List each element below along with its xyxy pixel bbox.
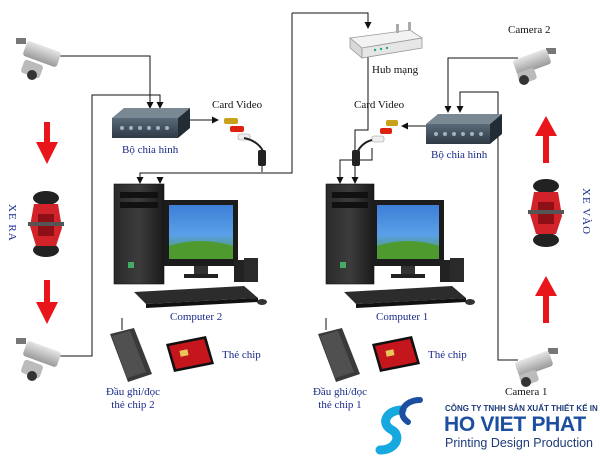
motorbike-left-icon bbox=[28, 191, 64, 257]
chip-card-right-label: Thẻ chip bbox=[428, 349, 467, 361]
exit-arrow-top bbox=[36, 122, 58, 164]
entry-arrow-top bbox=[535, 116, 557, 163]
chip-card-left-label: Thẻ chip bbox=[222, 349, 261, 361]
camera-2-label: Camera 2 bbox=[508, 24, 551, 36]
computer-2-icon bbox=[113, 183, 267, 308]
hub-label: Hub mạng bbox=[372, 64, 419, 76]
entry-arrow-bottom bbox=[535, 276, 557, 323]
computer-2-label: Computer 2 bbox=[170, 311, 223, 323]
card-reader-1-label: Đầu ghi/đọc thẻ chip 1 bbox=[308, 386, 372, 412]
lane-arrows bbox=[36, 116, 557, 324]
card-reader-1-icon bbox=[318, 328, 360, 382]
camera-2-icon bbox=[513, 48, 556, 85]
card-reader-2-icon bbox=[110, 328, 152, 382]
hvp-logo-mark-icon bbox=[375, 397, 423, 455]
camera-bottom-left-icon bbox=[16, 338, 61, 381]
card-reader-1-label-line2: thẻ chip 1 bbox=[318, 399, 362, 411]
card-reader-2-label: Đầu ghi/đọc thẻ chip 2 bbox=[101, 386, 165, 412]
splitter-left-label: Bộ chia hình bbox=[122, 144, 179, 156]
logo-brand-name: HO VIET PHAT bbox=[444, 413, 586, 436]
exit-arrow-bottom bbox=[36, 280, 58, 324]
splitter-right-label: Bộ chia hình bbox=[431, 149, 488, 161]
camera-1-icon bbox=[515, 348, 558, 387]
card-reader-1-label-line1: Đầu ghi/đọc bbox=[312, 386, 368, 398]
camera-top-left-icon bbox=[16, 38, 61, 80]
lane-entry-label: XE VÀO bbox=[580, 188, 592, 236]
network-hub-icon bbox=[349, 22, 424, 59]
card-reader-2-label-line2: thẻ chip 2 bbox=[111, 399, 155, 411]
card-video-right-label: Card Video bbox=[354, 99, 405, 111]
logo-tagline: Printing Design Production bbox=[445, 436, 593, 450]
camera-1-label: Camera 1 bbox=[505, 386, 548, 398]
motorbike-right-icon bbox=[528, 179, 564, 247]
video-splitter-left-icon bbox=[112, 108, 190, 138]
card-video-left-icon bbox=[224, 118, 266, 166]
lane-exit-label: XE RA bbox=[6, 204, 18, 242]
card-video-left-label: Card Video bbox=[212, 99, 263, 111]
logo-company-line: CÔNG TY TNHH SẢN XUẤT THIẾT KẾ IN ẤN bbox=[445, 404, 600, 413]
card-reader-2-label-line1: Đầu ghi/đọc bbox=[105, 386, 161, 398]
computer-1-icon bbox=[325, 183, 475, 308]
chip-card-left-icon bbox=[166, 336, 214, 372]
chip-card-right-icon bbox=[372, 336, 420, 372]
card-video-right-icon bbox=[352, 120, 398, 166]
computer-1-label: Computer 1 bbox=[376, 311, 429, 323]
wires bbox=[60, 12, 518, 361]
video-splitter-right-icon bbox=[426, 114, 502, 144]
